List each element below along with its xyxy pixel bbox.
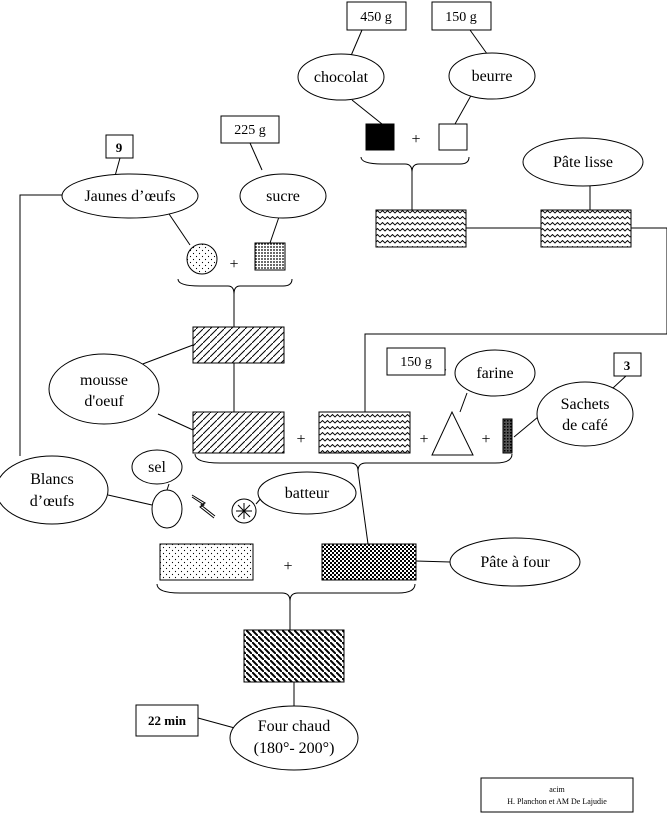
cafe-label-line1: Sachets bbox=[561, 396, 610, 413]
cafe-count: 3 bbox=[624, 358, 631, 373]
four-label-line1: Four chaud bbox=[258, 718, 330, 735]
sucre-symbol bbox=[254, 242, 286, 271]
mousse-oeuf-symbol bbox=[192, 411, 285, 454]
jaunes-symbol bbox=[186, 243, 218, 275]
farine-symbol bbox=[431, 410, 474, 456]
sucre-quantity-box bbox=[220, 115, 280, 144]
final-cake-symbol bbox=[243, 629, 345, 683]
beurre-quantity-box bbox=[431, 1, 492, 31]
blancs-bubble bbox=[0, 455, 109, 525]
chocolat-symbol bbox=[365, 123, 395, 151]
mousse-label-line2: d'oeuf bbox=[84, 393, 124, 410]
plus-chocolat-beurre: + bbox=[411, 131, 420, 148]
chocolat-label: chocolat bbox=[314, 69, 369, 86]
blancs-label-line1: Blancs bbox=[30, 471, 74, 488]
blancs-label-line2: d’œufs bbox=[30, 493, 74, 510]
pate-four-label: Pâte à four bbox=[480, 554, 550, 571]
whisk-icon bbox=[231, 498, 257, 524]
cafe-bubble bbox=[536, 381, 634, 447]
cafe-label-line2: de café bbox=[562, 417, 608, 434]
chocolat-quantity: 450 g bbox=[360, 10, 392, 25]
plus-pate-farine: + bbox=[419, 431, 428, 448]
batteur-label: batteur bbox=[285, 485, 330, 502]
plus-mousse-pate: + bbox=[296, 431, 305, 448]
pate-four-bubble bbox=[449, 537, 581, 587]
sucre-bubble bbox=[239, 173, 327, 219]
beurre-quantity: 150 g bbox=[445, 10, 477, 25]
cafe-symbol bbox=[502, 418, 513, 454]
four-bubble bbox=[229, 705, 359, 771]
jaunes-count-box bbox=[105, 134, 134, 159]
time-label: 22 min bbox=[148, 713, 187, 728]
connector-lines bbox=[19, 29, 667, 731]
beurre-label: beurre bbox=[472, 68, 513, 85]
pate-lisse-label: Pâte lisse bbox=[553, 154, 613, 171]
beurre-symbol bbox=[438, 123, 468, 151]
mousse-mixture-symbol bbox=[192, 326, 285, 364]
jaunes-bubble bbox=[61, 173, 199, 219]
plus-farine-cafe: + bbox=[481, 431, 490, 448]
pate-lisse-bubble bbox=[522, 137, 644, 187]
time-box bbox=[135, 704, 199, 737]
four-label-line2: (180°- 200°) bbox=[254, 740, 335, 757]
farine-quantity-box bbox=[386, 347, 446, 376]
batteur-bubble bbox=[257, 471, 357, 515]
jaunes-label: Jaunes d’œufs bbox=[84, 188, 175, 205]
farine-quantity: 150 g bbox=[400, 355, 432, 370]
jaunes-count: 9 bbox=[116, 140, 123, 155]
mousse-bubble bbox=[48, 353, 160, 425]
beurre-bubble bbox=[448, 52, 536, 100]
plus-blancs-pate: + bbox=[283, 558, 292, 575]
credit-line1: acim bbox=[549, 785, 565, 794]
credit-box bbox=[480, 777, 634, 813]
blancs-symbol bbox=[151, 489, 183, 529]
blancs-battus-symbol bbox=[159, 543, 254, 581]
credit-line2: H. Planchon et AM De Lajudie bbox=[507, 797, 607, 806]
cafe-count-box bbox=[613, 352, 642, 377]
pate-lisse-symbol bbox=[540, 209, 632, 248]
melted-mixture-symbol bbox=[375, 209, 467, 248]
sel-bubble bbox=[131, 449, 183, 485]
sucre-quantity: 225 g bbox=[234, 123, 266, 138]
chocolat-bubble bbox=[297, 53, 385, 101]
farine-bubble bbox=[454, 349, 536, 397]
pate-a-four-symbol bbox=[321, 543, 417, 581]
mousse-label-line1: mousse bbox=[80, 372, 128, 389]
sucre-label: sucre bbox=[266, 188, 300, 205]
pate-lisse-combined-symbol bbox=[318, 411, 411, 454]
plus-jaunes-sucre: + bbox=[229, 256, 238, 273]
chocolat-quantity-box bbox=[346, 1, 407, 31]
farine-label: farine bbox=[476, 365, 513, 382]
sel-label: sel bbox=[148, 459, 166, 476]
